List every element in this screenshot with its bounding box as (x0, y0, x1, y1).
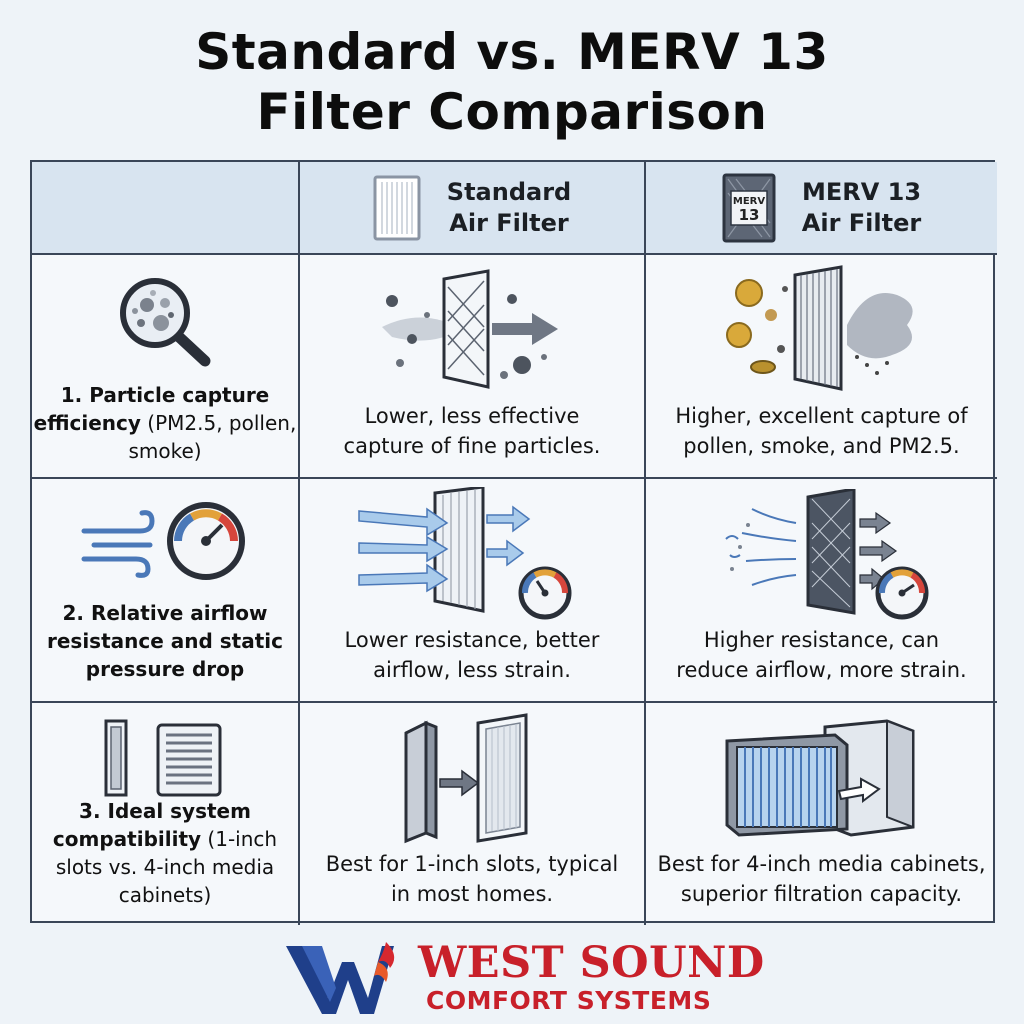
merv-badge-bottom: 13 (738, 206, 759, 224)
brand-tagline: COMFORT SYSTEMS (426, 986, 712, 1015)
filter-slots-icon (104, 719, 222, 797)
standard-capture-illustration (382, 269, 558, 389)
four-inch-cabinet-illustration (725, 719, 914, 837)
page-title-line1: Standard vs. MERV 13 (195, 23, 829, 81)
header-standard-line1: Standard (446, 177, 572, 206)
merv-airflow-illustration (724, 489, 928, 620)
row3-merv-line1: Best for 4-inch media cabinets, (657, 852, 986, 876)
header-merv-line1: MERV 13 (801, 177, 922, 206)
row1-merv-line2: pollen, smoke, and PM2.5. (683, 434, 960, 458)
row3-merv: Best for 4-inch media cabinets, superior… (646, 703, 997, 925)
merv-capture-illustration (725, 265, 913, 391)
magnifier-particles-icon (120, 278, 211, 367)
page-title: Standard vs. MERV 13 Filter Comparison (0, 22, 1024, 142)
row3-standard-line1: Best for 1-inch slots, typical (325, 852, 619, 876)
merv-badge-top: MERV (733, 196, 765, 207)
row2-criterion-bold: 2. Relative airflow resistance and stati… (46, 601, 283, 681)
header-merv-line2: Air Filter (801, 208, 922, 237)
row1-criterion-bold: 1. Particle capture efficiency (33, 383, 270, 435)
one-inch-slot-illustration (404, 713, 528, 844)
west-sound-logo (286, 942, 395, 1014)
row2-standard-line1: Lower resistance, better (344, 628, 600, 652)
row2-standard-line2: airflow, less strain. (373, 658, 571, 682)
row3-criterion-bold: 3. Ideal system compatibility (52, 799, 251, 851)
header-empty-cell (32, 162, 300, 255)
row1-merv: Higher, excellent capture of pollen, smo… (646, 255, 997, 479)
row3-standard: Best for 1-inch slots, typical in most h… (300, 703, 646, 925)
header-merv: MERV 13 MERV 13 Air Filter (646, 162, 997, 255)
wind-gauge-icon (81, 502, 245, 580)
row1-standard-line1: Lower, less effective (364, 404, 580, 428)
page-title-line2: Filter Comparison (256, 83, 768, 141)
standard-filter-icon (373, 175, 421, 240)
row2-merv-line1: Higher resistance, can (703, 628, 940, 652)
row1-criterion: 1. Particle capture efficiency (PM2.5, p… (32, 255, 300, 479)
row3-criterion-rest: (1-inch slots vs. 4-inch media cabinets) (55, 827, 278, 907)
row1-merv-line1: Higher, excellent capture of (675, 404, 968, 428)
merv13-filter-icon: MERV 13 (722, 173, 776, 242)
row3-merv-line2: superior filtration capacity. (680, 882, 963, 906)
comparison-table: Standard Air Filter MERV 13 MERV 13 Air … (30, 160, 997, 925)
row2-merv-line2: reduce airflow, more strain. (676, 658, 967, 682)
row3-standard-line2: in most homes. (390, 882, 554, 906)
row2-merv: Higher resistance, can reduce airflow, m… (646, 479, 997, 703)
row1-criterion-rest: (PM2.5, pollen, smoke) (128, 411, 297, 463)
header-standard-line2: Air Filter (449, 208, 569, 237)
row3-criterion: 3. Ideal system compatibility (1-inch sl… (32, 703, 300, 925)
row1-standard: Lower, less effective capture of fine pa… (300, 255, 646, 479)
row2-criterion: 2. Relative airflow resistance and stati… (32, 479, 300, 703)
standard-airflow-illustration (358, 487, 572, 620)
row1-standard-line2: capture of fine particles. (343, 434, 601, 458)
row2-standard: Lower resistance, better airflow, less s… (300, 479, 646, 703)
brand-footer: WEST SOUND COMFORT SYSTEMS (0, 932, 1024, 1018)
header-standard: Standard Air Filter (300, 162, 646, 255)
brand-name: WEST SOUND (418, 938, 765, 988)
